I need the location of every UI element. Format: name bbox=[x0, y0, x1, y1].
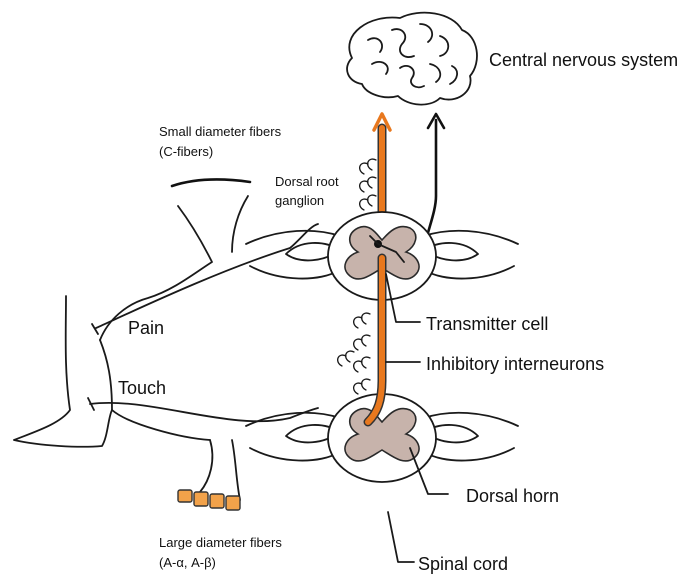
cns-label: Central nervous system bbox=[489, 50, 678, 70]
large-fibers-label-line2: (A-α, A-β) bbox=[159, 555, 216, 570]
inhibitory-interneuron-marks bbox=[338, 313, 370, 394]
pain-label: Pain bbox=[128, 318, 164, 338]
small-fibers-label-line1: Small diameter fibers bbox=[159, 124, 282, 139]
leg-outline bbox=[14, 179, 250, 500]
brain-illustration bbox=[347, 13, 477, 105]
drg-label-line1: Dorsal root bbox=[275, 174, 339, 189]
transmitter-cell-label: Transmitter cell bbox=[426, 314, 548, 334]
large-fibers-label-line1: Large diameter fibers bbox=[159, 535, 282, 550]
touch-label: Touch bbox=[118, 378, 166, 398]
spinal-cord-label: Spinal cord bbox=[418, 554, 508, 574]
small-fibers-label-line2: (C-fibers) bbox=[159, 144, 213, 159]
dorsal-horn-label: Dorsal horn bbox=[466, 486, 559, 506]
myelinated-fiber-icon bbox=[178, 490, 240, 510]
upper-curl-marks bbox=[360, 159, 376, 210]
inhibitory-interneurons-label: Inhibitory interneurons bbox=[426, 354, 604, 374]
drg-label-line2: ganglion bbox=[275, 193, 324, 208]
